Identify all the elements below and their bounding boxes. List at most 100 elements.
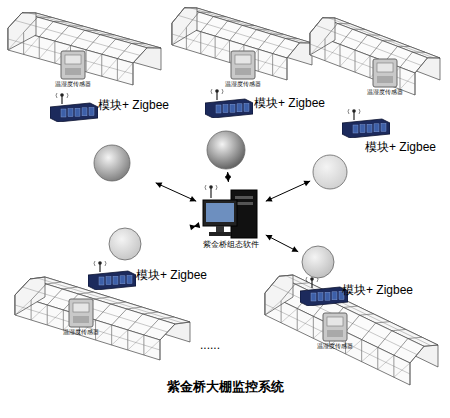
module-slot (89, 107, 94, 115)
greenhouse-rib (128, 312, 158, 350)
greenhouse-rib (86, 35, 114, 72)
greenhouse-purlin (310, 44, 415, 84)
sensor-screen (73, 303, 89, 312)
module-slot (99, 277, 104, 285)
sensor-label: 温湿度传感器 (61, 328, 101, 336)
sensor-device (68, 298, 94, 328)
sensor-grille (377, 76, 393, 83)
zigbee-module-group: 模块+ Zigbee (50, 92, 172, 182)
greenhouse-rib (415, 58, 440, 95)
greenhouse-rib (258, 34, 283, 71)
module-slot (120, 276, 125, 284)
greenhouse-rib (410, 345, 438, 385)
greenhouse (310, 18, 440, 95)
radio-range (94, 145, 130, 181)
radio-waves (205, 185, 217, 190)
module-slot (374, 124, 379, 132)
greenhouse-panel (172, 8, 197, 45)
module-slot (360, 125, 365, 133)
greenhouse-purlin (8, 39, 133, 74)
greenhouse-purlin (172, 34, 287, 69)
greenhouse-rib (172, 8, 197, 45)
greenhouse (172, 8, 312, 80)
arrowhead (292, 246, 299, 251)
module-slot (332, 292, 337, 300)
module-case (342, 119, 390, 138)
zigbee-module (300, 276, 348, 306)
antenna-tip (209, 185, 213, 189)
module-slot (127, 275, 132, 283)
radio-waves (211, 89, 223, 94)
module-slot (237, 104, 242, 112)
module-slot (68, 109, 73, 117)
connector-arrow (225, 172, 231, 182)
arrowhead (266, 235, 273, 240)
sensor-device (322, 312, 348, 342)
greenhouse-rib (24, 17, 52, 54)
sensor-grille (65, 68, 81, 75)
module-case (50, 103, 98, 122)
monitor-stand (216, 226, 224, 232)
sensor-grille (235, 68, 251, 75)
humidity-sensor: 温湿度传感器 (315, 312, 355, 350)
greenhouse-rib (55, 26, 83, 63)
sensor-label: 温湿度传感器 (365, 88, 405, 96)
sensor-grille (327, 330, 343, 337)
sensor-screen (327, 317, 343, 326)
greenhouse-rib (117, 43, 145, 80)
module-slot (318, 293, 323, 301)
greenhouse-rib (310, 18, 335, 55)
module-slot (353, 125, 358, 133)
drive-bay (235, 196, 253, 199)
greenhouse (265, 275, 438, 385)
greenhouse-panel (310, 18, 335, 55)
computer-icon (199, 184, 263, 240)
connector-arrow (190, 222, 201, 230)
greenhouse-purlin (191, 8, 306, 43)
greenhouse-rib (63, 292, 93, 330)
zigbee-module-group: 模块+ Zigbee (205, 88, 328, 170)
sensor-screen (65, 55, 81, 64)
keyboard (209, 232, 231, 236)
connector-line (266, 235, 298, 252)
sensor-label: 温湿度传感器 (223, 80, 263, 88)
antenna-tip (352, 109, 356, 113)
module-case (300, 287, 348, 306)
connector-line (156, 183, 196, 201)
module-label: 模块+ Zigbee (365, 140, 436, 154)
greenhouse-rib (273, 38, 298, 75)
module-slot (325, 292, 330, 300)
greenhouse-rib (15, 277, 45, 315)
zigbee-module-group: 模块+ Zigbee (88, 227, 210, 290)
greenhouse-rib (340, 29, 365, 66)
ellipsis-label: ...... (200, 338, 220, 352)
radio-range (109, 228, 141, 260)
module-slot (223, 105, 228, 113)
greenhouse-rib (287, 43, 312, 80)
greenhouse-rib (394, 337, 422, 377)
greenhouse-rib (160, 322, 190, 360)
arrowhead (266, 196, 273, 201)
module-slot (381, 123, 386, 131)
greenhouse-rib (325, 24, 350, 61)
antenna-tip (215, 89, 219, 93)
radio-range-circle (301, 245, 335, 279)
software-label: 紫金桥组态软件 (198, 240, 264, 250)
module-slot (244, 103, 249, 111)
connector-arrow (266, 235, 298, 252)
diagram-title: 紫金桥大棚监控系统 (0, 377, 450, 395)
connector-line (266, 181, 310, 201)
radio-waves (348, 109, 360, 114)
module-slot (216, 105, 221, 113)
module-slot (106, 277, 111, 285)
greenhouse-rib (8, 13, 36, 50)
greenhouse-rib (133, 48, 161, 85)
greenhouse-panel (265, 293, 410, 385)
connector-arrow (266, 181, 310, 202)
greenhouse-rib (201, 17, 226, 54)
greenhouse-panel (15, 277, 45, 315)
module-slot (230, 104, 235, 112)
title-text: 紫金桥大棚监控系统 (167, 379, 284, 394)
zigbee-module-group: 模块+ Zigbee (312, 108, 439, 190)
module-slot (75, 108, 80, 116)
